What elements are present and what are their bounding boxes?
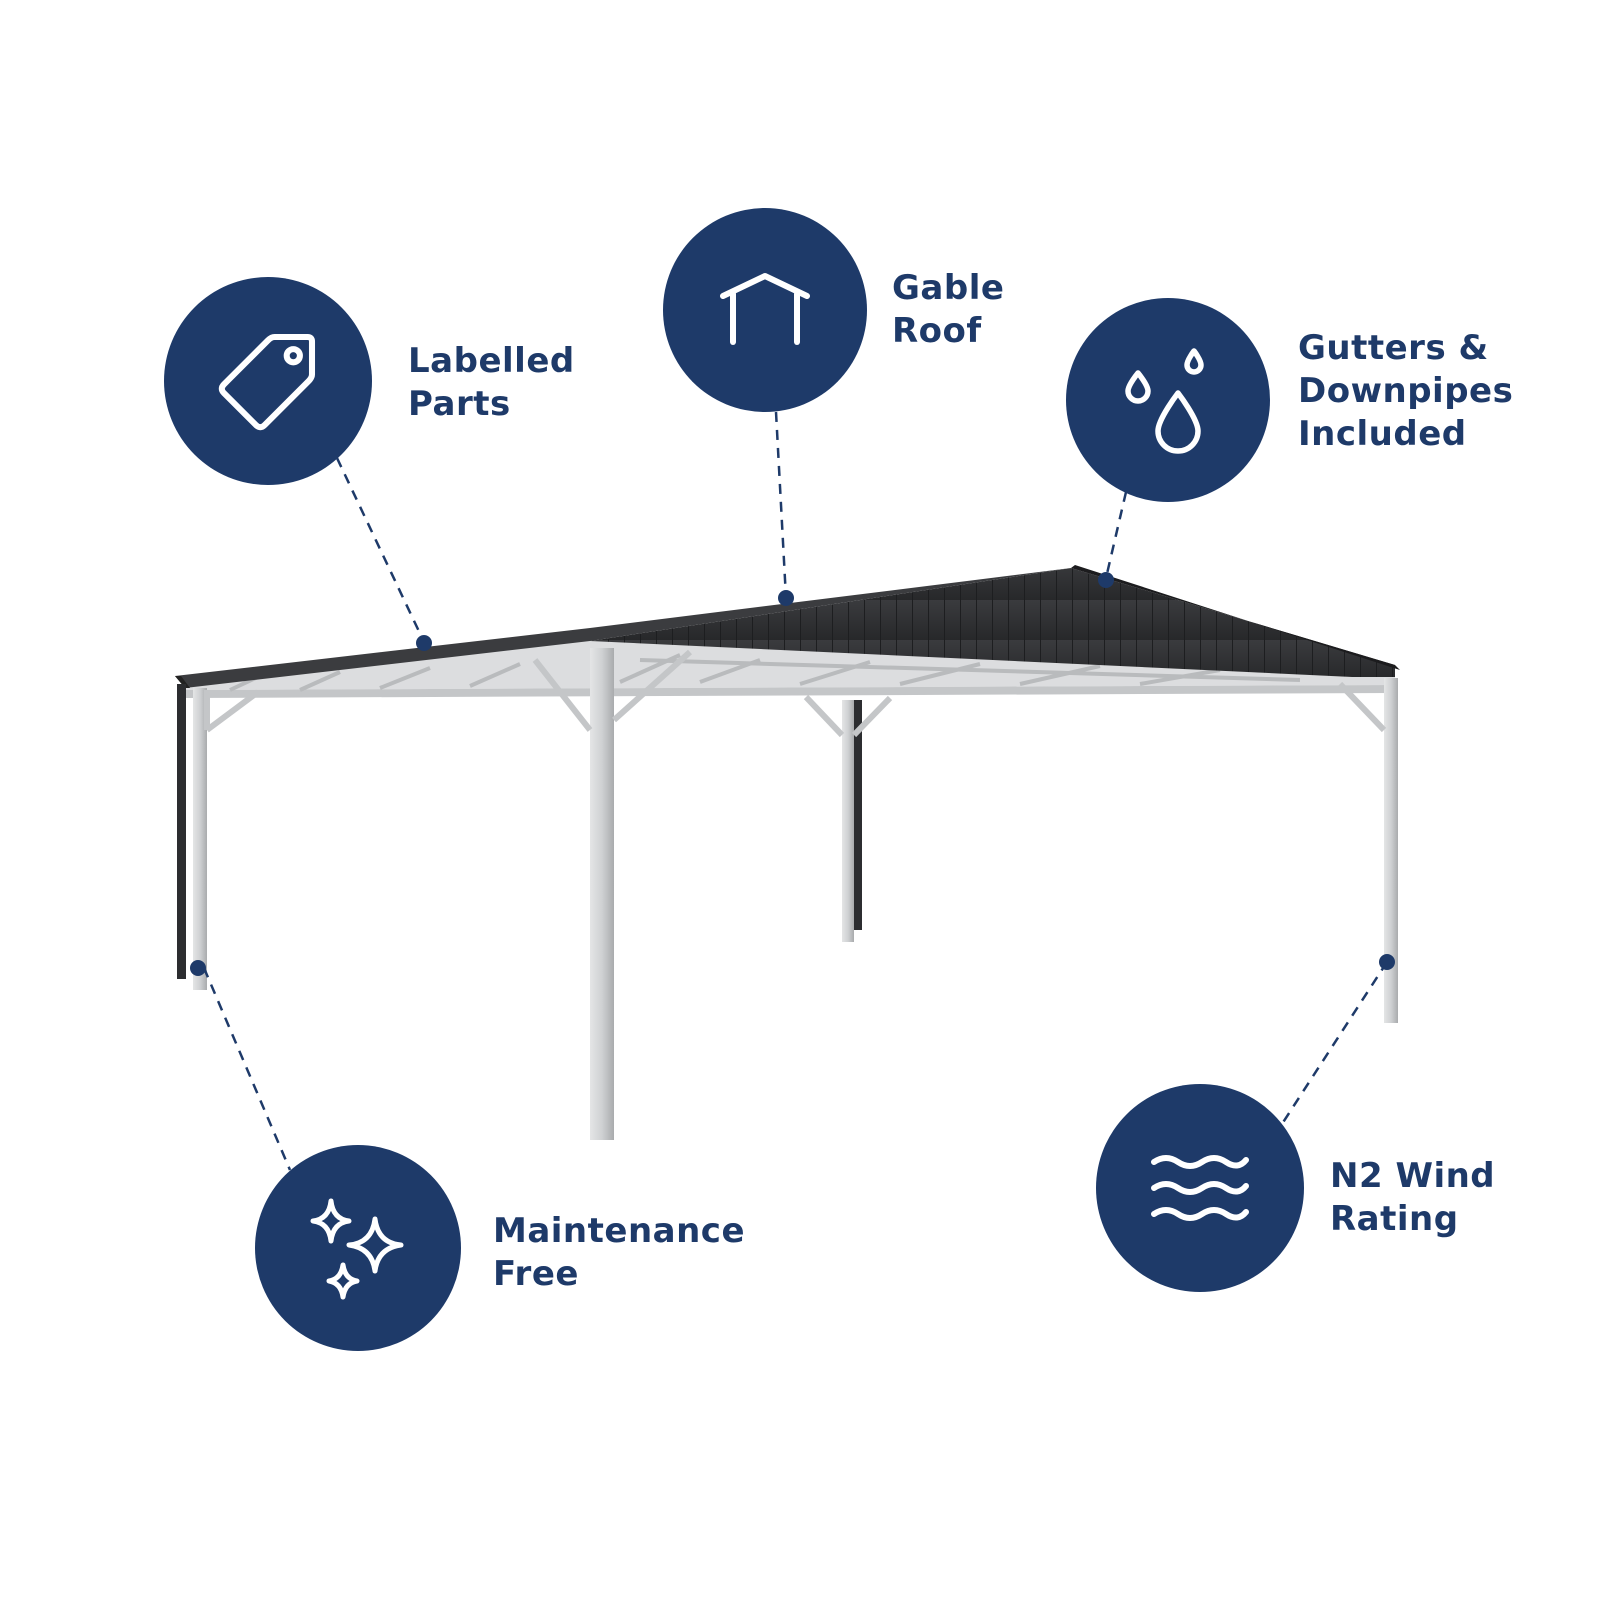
feature-label: Maintenance Free bbox=[493, 1210, 745, 1296]
price-tag-icon bbox=[218, 333, 316, 431]
feature-label: Labelled Parts bbox=[408, 340, 575, 426]
feature-label-line: Downpipes bbox=[1298, 371, 1514, 411]
feature-label-line: Labelled bbox=[408, 341, 575, 381]
carport-posts bbox=[177, 648, 1398, 1140]
feature-badge bbox=[663, 208, 867, 412]
feature-label: N2 Wind Rating bbox=[1330, 1155, 1495, 1241]
feature-badge bbox=[1096, 1084, 1304, 1292]
feature-label-line: N2 Wind bbox=[1330, 1156, 1496, 1196]
feature-label: Gable Roof bbox=[892, 267, 1004, 353]
feature-label-line: Parts bbox=[408, 384, 511, 424]
gable-roof-sheeting bbox=[175, 565, 1400, 688]
feature-label-line: Roof bbox=[892, 311, 982, 351]
callout-anchor-dots bbox=[190, 572, 1395, 976]
feature-label-line: Rating bbox=[1330, 1199, 1459, 1239]
feature-label-line: Included bbox=[1298, 414, 1467, 454]
feature-badge bbox=[1066, 298, 1270, 502]
feature-badge bbox=[255, 1145, 461, 1351]
water-drops-icon bbox=[1125, 348, 1204, 454]
callout-leader-lines bbox=[202, 411, 1389, 1171]
feature-label-line: Maintenance bbox=[493, 1211, 746, 1251]
sparkles-icon bbox=[310, 1198, 404, 1300]
wind-waves-icon bbox=[1151, 1155, 1249, 1221]
feature-label-line: Free bbox=[493, 1254, 579, 1294]
feature-label: Gutters & Downpipes Included bbox=[1298, 327, 1513, 456]
feature-label-line: Gutters & bbox=[1298, 328, 1489, 368]
house-roof-icon bbox=[720, 273, 810, 345]
feature-badge bbox=[164, 277, 372, 485]
feature-label-line: Gable bbox=[892, 268, 1005, 308]
